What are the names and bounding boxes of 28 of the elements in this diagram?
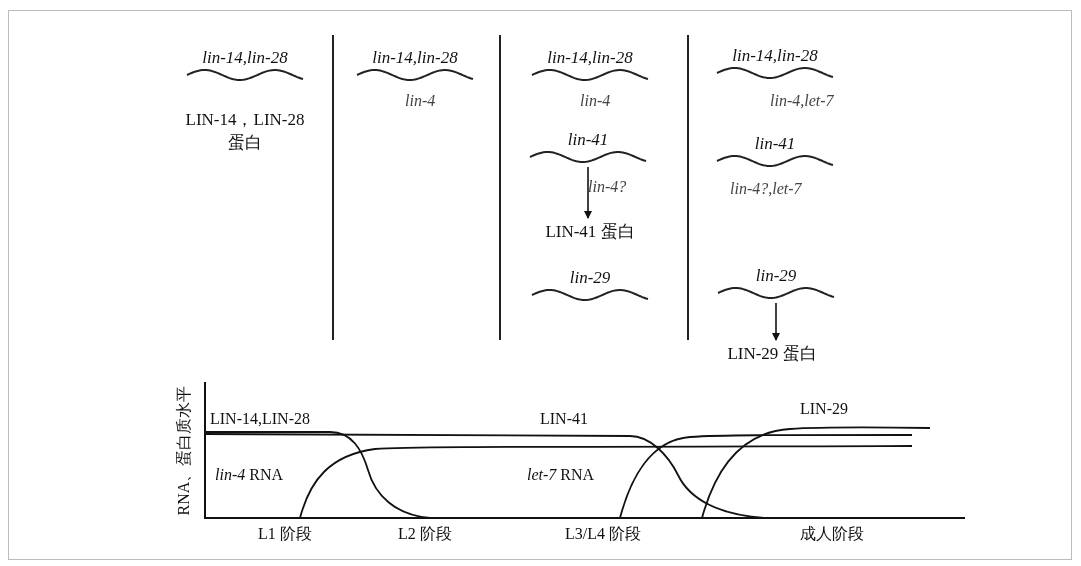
microrna-label: lin-4 xyxy=(405,92,436,110)
curve-label: LIN-41 xyxy=(540,410,588,428)
curve-label: let-7 RNA xyxy=(527,466,595,484)
stage-label: L3/L4 阶段 xyxy=(565,524,641,544)
stage-label: L2 阶段 xyxy=(398,524,452,544)
microrna-label: lin-4 xyxy=(580,92,611,110)
curve-label: LIN-14,LIN-28 xyxy=(210,410,310,428)
gene-name: lin-14,lin-28 xyxy=(371,48,459,68)
gene-name: lin-29 xyxy=(568,268,612,288)
microrna-label: lin-4?,let-7 xyxy=(730,180,802,198)
arrow xyxy=(772,302,780,341)
curve-label: lin-4 RNA xyxy=(215,466,283,484)
gene-name: lin-41 xyxy=(753,134,797,154)
gene-name: lin-14,lin-28 xyxy=(731,46,819,66)
arrow xyxy=(584,166,592,219)
microrna-label: lin-4? xyxy=(588,178,627,196)
axis-title: RNA、蛋白质水平 xyxy=(174,385,194,516)
microrna-label: lin-4,let-7 xyxy=(770,92,834,110)
gene-name: lin-14,lin-28 xyxy=(546,48,634,68)
stage-label: L1 阶段 xyxy=(258,524,312,544)
protein-label: LIN-29 蛋白 xyxy=(727,342,817,365)
protein-label: LIN-14，LIN-28 蛋白 xyxy=(184,109,306,154)
protein-label: LIN-41 蛋白 xyxy=(545,220,635,243)
gene-name: lin-41 xyxy=(566,130,610,150)
curve-label: LIN-29 xyxy=(800,400,848,418)
gene-name: lin-14,lin-28 xyxy=(201,48,289,68)
gene-name: lin-29 xyxy=(754,266,798,286)
stage-label: 成人阶段 xyxy=(800,524,864,544)
